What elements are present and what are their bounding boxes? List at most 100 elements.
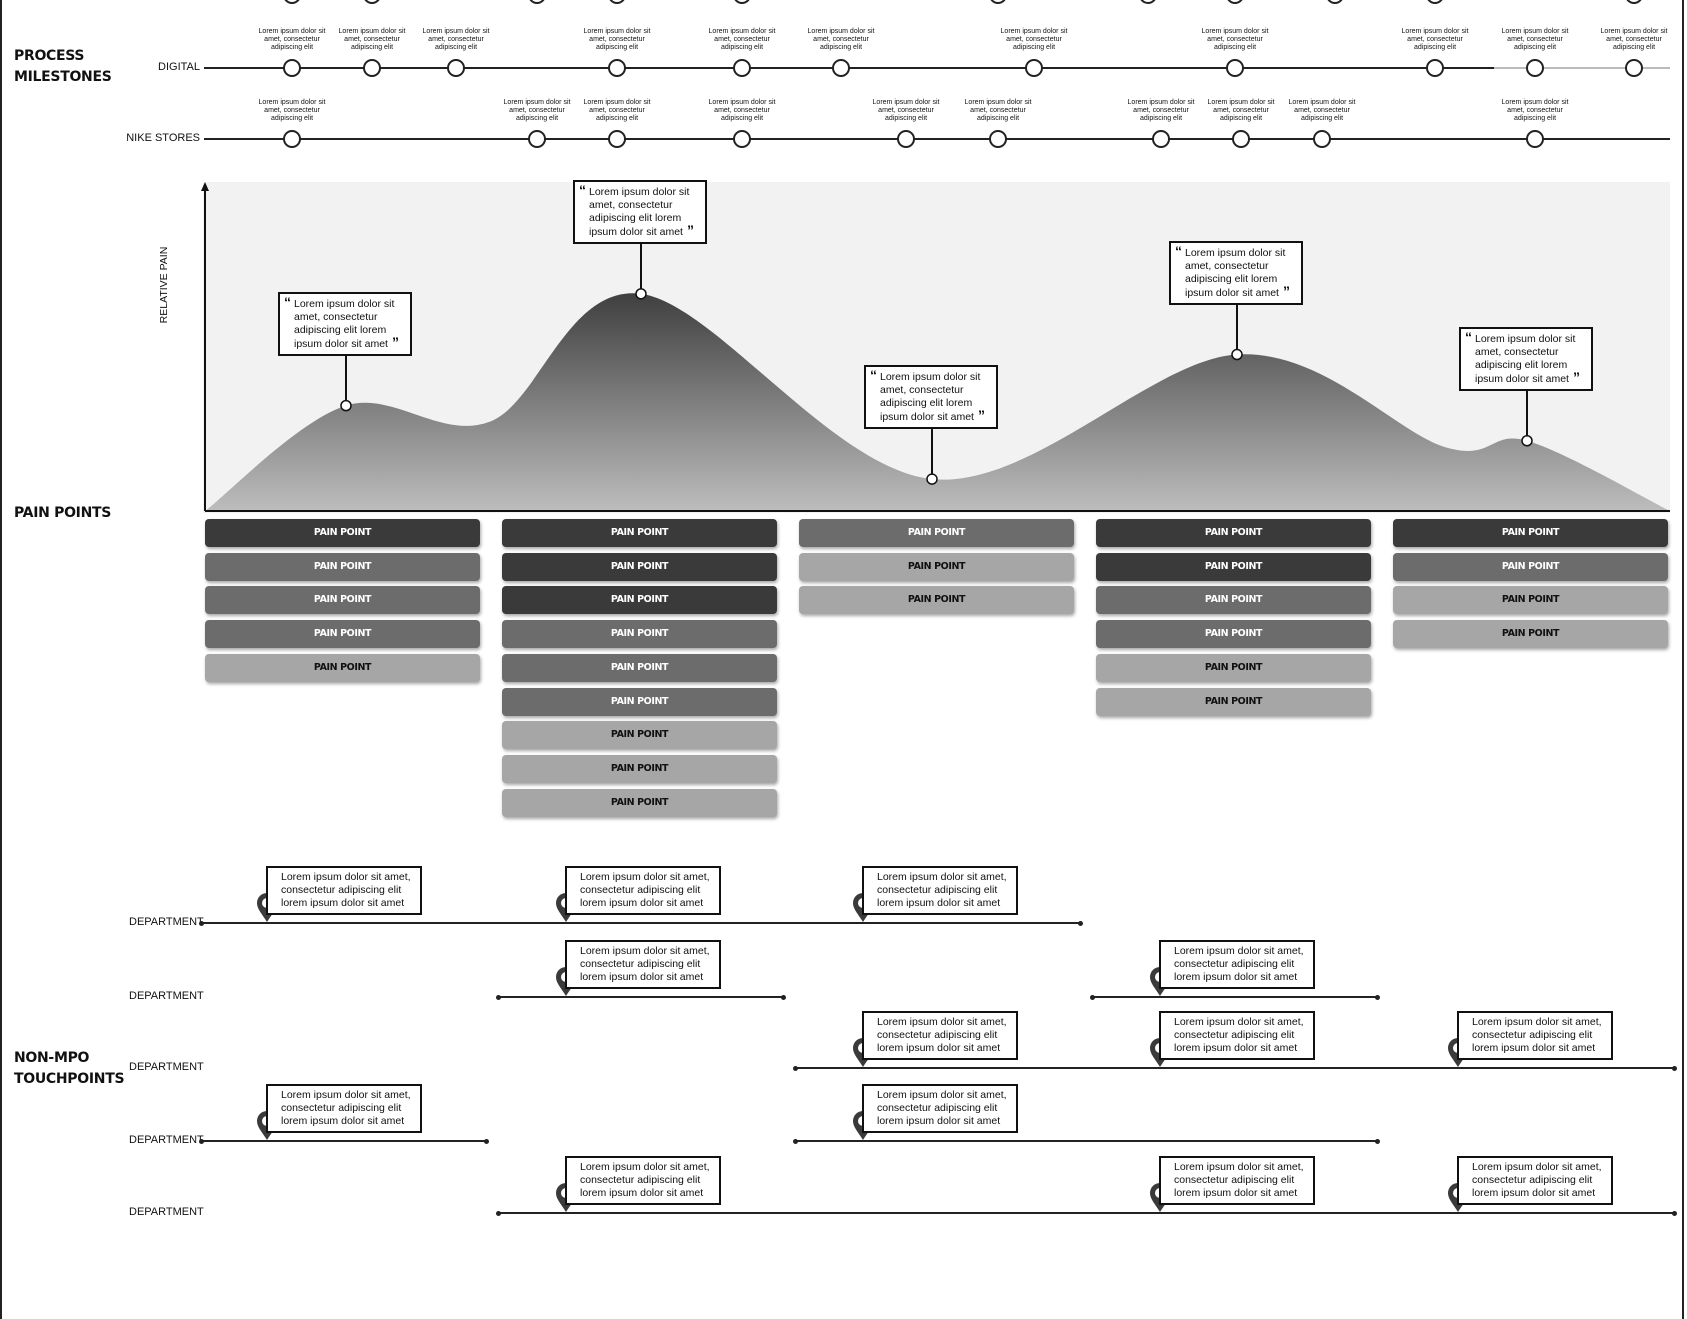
department-label: DEPARTMENT [129,1134,204,1146]
pain-point-card[interactable]: PAIN POINT [799,552,1074,581]
milestone-text: Lorem ipsum dolor sit amet, consectetur … [1000,28,1068,51]
pain-point-card[interactable]: PAIN POINT [799,519,1074,547]
quote-text: Lorem ipsum dolor sit amet, consectetur … [880,371,981,424]
pain-quote-callout: “Lorem ipsum dolor sit amet, consectetur… [573,179,707,244]
department-timeline [795,1140,1377,1142]
pain-point-card[interactable]: PAIN POINT [205,586,480,615]
timeline-endpoint [1672,1066,1677,1071]
pain-point-card[interactable]: PAIN POINT [1393,519,1668,547]
department-label: DEPARTMENT [129,990,204,1002]
pain-quote-callout: “Lorem ipsum dolor sit amet, consectetur… [278,291,412,356]
open-quote-icon: “ [579,181,586,198]
pain-point-card[interactable]: PAIN POINT [502,586,777,615]
pain-point-card[interactable]: PAIN POINT [799,586,1074,615]
milestone-text: Lorem ipsum dolor sit amet, consectetur … [1600,28,1668,51]
milestone-node [1426,59,1444,77]
milestone-text: Lorem ipsum dolor sit amet, consectetur … [807,28,875,51]
milestone-text: Lorem ipsum dolor sit amet, consectetur … [1401,28,1469,51]
quote-text: Lorem ipsum dolor sit amet, consectetur … [1475,332,1576,385]
pain-point-card[interactable]: PAIN POINT [502,519,777,547]
milestone-text: Lorem ipsum dolor sit amet, consectetur … [583,28,651,51]
quote-text: Lorem ipsum dolor sit amet, consectetur … [294,297,395,350]
pain-point-card[interactable]: PAIN POINT [1096,552,1371,581]
pain-point-card[interactable]: PAIN POINT [502,721,777,750]
milestone-text: Lorem ipsum dolor sit amet, consectetur … [258,99,326,122]
close-quote-icon: ” [1572,368,1580,385]
pain-point-card[interactable]: PAIN POINT [1096,687,1371,716]
quote-text: Lorem ipsum dolor sit amet, consectetur … [1185,246,1286,299]
timeline-endpoint [1672,1211,1677,1216]
timeline-endpoint [793,1139,798,1144]
milestone-text: Lorem ipsum dolor sit amet, consectetur … [422,28,490,51]
touchpoint-note: Lorem ipsum dolor sit amet, consectetur … [266,1084,422,1133]
milestone-text: Lorem ipsum dolor sit amet, consectetur … [1201,28,1269,51]
pain-point-card[interactable]: PAIN POINT [1096,653,1371,682]
pain-points-heading: PAIN POINTS [14,505,112,521]
pain-point-card[interactable]: PAIN POINT [1096,519,1371,547]
pain-point-card[interactable]: PAIN POINT [1096,620,1371,649]
milestone-node [363,59,381,77]
milestone-text: Lorem ipsum dolor sit amet, consectetur … [964,99,1032,122]
department-label: DEPARTMENT [129,1206,204,1218]
milestone-node [1232,130,1250,148]
pain-quote-callout: “Lorem ipsum dolor sit amet, consectetur… [864,365,998,430]
milestone-node [1152,130,1170,148]
open-quote-icon: “ [1175,242,1182,259]
milestone-node [283,59,301,77]
pain-point-card[interactable]: PAIN POINT [502,788,777,817]
pain-point-card[interactable]: PAIN POINT [502,552,777,581]
milestone-node [528,130,546,148]
pain-point-card[interactable]: PAIN POINT [502,754,777,783]
touchpoint-note: Lorem ipsum dolor sit amet, consectetur … [565,940,721,989]
milestone-timeline [204,67,1670,69]
milestone-node [283,130,301,148]
touchpoint-note: Lorem ipsum dolor sit amet, consectetur … [1159,1011,1315,1060]
milestone-node [1025,59,1043,77]
milestone-row-label: NIKE STORES [126,132,200,144]
pain-point-card[interactable]: PAIN POINT [1096,586,1371,615]
pain-point-card[interactable]: PAIN POINT [1393,552,1668,581]
milestone-text: Lorem ipsum dolor sit amet, consectetur … [1501,99,1569,122]
milestone-text: Lorem ipsum dolor sit amet, consectetur … [708,28,776,51]
pain-point-card[interactable]: PAIN POINT [502,620,777,649]
milestone-node [733,59,751,77]
touchpoint-note: Lorem ipsum dolor sit amet, consectetur … [862,1011,1018,1060]
timeline-endpoint [1078,921,1083,926]
timeline-endpoint [793,1066,798,1071]
open-quote-icon: “ [284,293,291,310]
pain-point-card[interactable]: PAIN POINT [205,552,480,581]
milestone-node [1526,59,1544,77]
department-timeline [498,1212,1674,1214]
pain-point-card[interactable]: PAIN POINT [1393,586,1668,615]
milestone-node [832,59,850,77]
department-timeline [201,1140,486,1142]
open-quote-icon: “ [870,367,877,384]
timeline-endpoint [1375,995,1380,1000]
department-timeline [498,996,783,998]
milestone-node [608,130,626,148]
department-timeline [201,922,1080,924]
pain-point-card[interactable]: PAIN POINT [205,620,480,649]
pain-point-card[interactable]: PAIN POINT [502,653,777,682]
touchpoint-note: Lorem ipsum dolor sit amet, consectetur … [266,866,422,915]
milestone-node [1625,59,1643,77]
pain-point-card[interactable]: PAIN POINT [205,519,480,547]
pain-point-card[interactable]: PAIN POINT [1393,620,1668,649]
close-quote-icon: ” [391,333,399,350]
milestone-text: Lorem ipsum dolor sit amet, consectetur … [1288,99,1356,122]
milestone-node [1226,59,1244,77]
pain-point-card[interactable]: PAIN POINT [502,687,777,716]
timeline-endpoint [1375,1139,1380,1144]
milestone-node [989,130,1007,148]
milestone-node [1526,130,1544,148]
department-timeline [1092,996,1377,998]
department-timeline [795,1067,1674,1069]
milestone-node [1313,130,1331,148]
timeline-endpoint [484,1139,489,1144]
process-milestones-heading: PROCESS MILESTONES [14,48,112,85]
close-quote-icon: ” [686,221,694,238]
milestone-text: Lorem ipsum dolor sit amet, consectetur … [338,28,406,51]
milestone-node [608,59,626,77]
pain-point-card[interactable]: PAIN POINT [205,653,480,682]
